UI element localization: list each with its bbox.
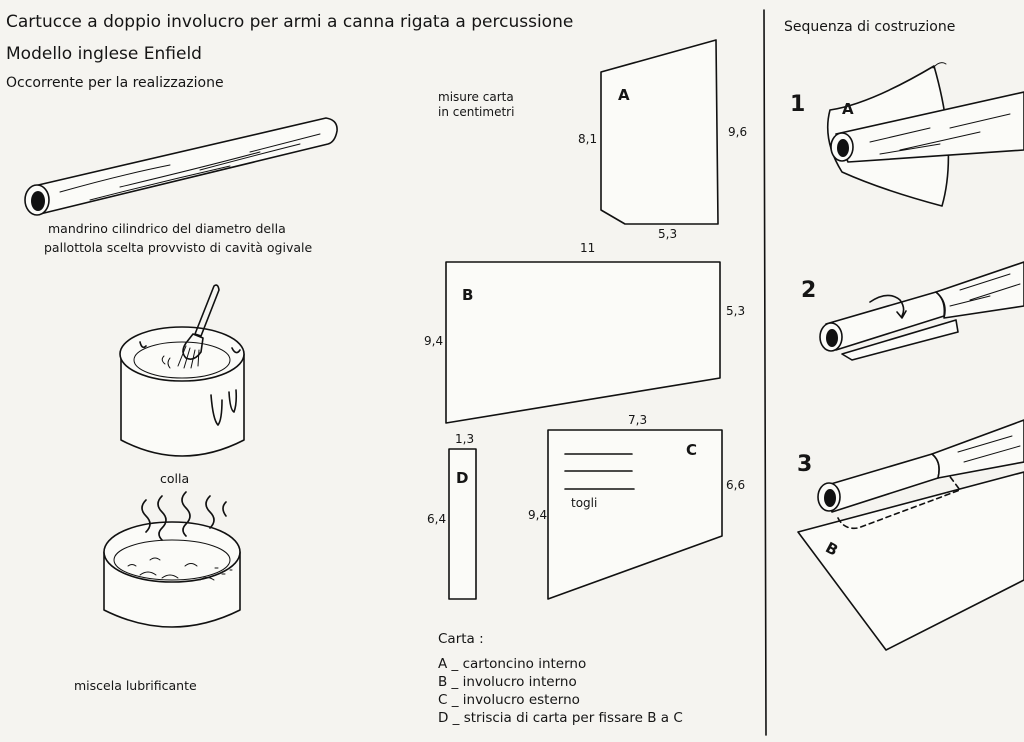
step-2-number: 2 [801,278,817,303]
legend-heading: Carta : [438,631,484,647]
paper-a-left-dimension: 8,1 [578,132,598,146]
step-1-illustration [826,62,1024,207]
paper-c-cut-label: togli [571,496,598,510]
subtitle: Modello inglese Enfield [6,44,202,64]
step-1-paper-label: A [842,100,854,118]
paper-a-label: A [618,86,630,104]
paper-a-bottom-dimension: 5,3 [658,227,678,241]
glue-caption: colla [160,471,190,486]
sequence-heading: Sequenza di costruzione [784,19,956,35]
column-divider [763,9,767,736]
paper-b-top-dimension: 11 [580,241,596,255]
paper-a-right-dimension: 9,6 [728,125,748,139]
mandrel-caption-line1: mandrino cilindrico del diametro della [48,221,286,236]
paper-d-top-dimension: 1,3 [455,432,475,446]
step-2-illustration [819,261,1024,361]
mandrel-illustration [24,117,338,216]
legend-item-b: B _ involucro interno [438,674,577,690]
requirements-heading: Occorrente per la realizzazione [6,75,224,91]
paper-d-label: D [456,469,469,487]
step-3-illustration [797,419,1024,651]
paper-b-left-dimension: 9,4 [424,334,444,348]
legend-item-a: A _ cartoncino interno [438,656,587,672]
paper-c-left-dimension: 9,4 [528,508,548,522]
paper-c-shape [547,429,723,600]
paper-d-shape [448,448,477,600]
paper-d-left-dimension: 6,4 [427,512,447,526]
legend-item-d: D _ striscia di carta per fissare B a C [438,710,683,726]
paper-b-label: B [462,286,474,304]
measures-note-line2: in centimetri [438,105,515,119]
paper-c-top-dimension: 7,3 [628,413,648,427]
lubricant-pot-illustration [103,491,241,628]
paper-b-shape [445,261,721,424]
legend-item-c: C _ involucro esterno [438,692,580,708]
glue-pot-illustration [119,284,245,457]
step-3-number: 3 [797,452,813,477]
paper-c-label: C [686,441,698,459]
paper-c-right-dimension: 6,6 [726,478,746,492]
measures-note-line1: misure carta [438,90,514,104]
lubricant-caption: miscela lubrificante [74,678,197,693]
paper-a-shape [600,39,719,225]
step-1-number: 1 [790,92,806,117]
main-title: Cartucce a doppio involucro per armi a c… [6,12,574,32]
paper-b-right-dimension: 5,3 [726,304,746,318]
mandrel-caption-line2: pallottola scelta provvisto di cavità og… [44,240,313,255]
